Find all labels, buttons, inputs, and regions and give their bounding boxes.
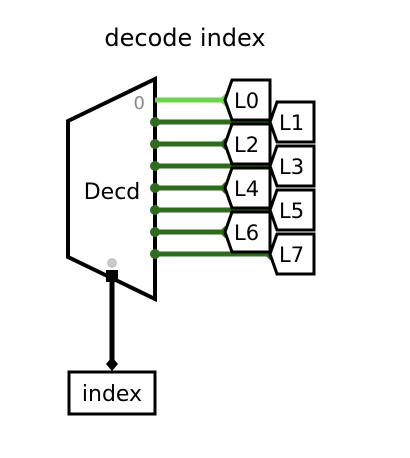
output-pin-l5: L5	[268, 188, 316, 232]
index-input-pin	[67, 370, 157, 416]
output-pin-l7: L7	[268, 232, 316, 276]
wire-start-dot-7	[150, 249, 160, 259]
wire-start-dot-6	[150, 227, 160, 237]
wire-start-dot-1	[150, 117, 160, 127]
output-pin-l4: L4	[223, 166, 272, 210]
output-pin-label: L5	[279, 199, 304, 223]
output-pin-label: L7	[279, 243, 304, 267]
index-connector-icon	[106, 357, 118, 371]
output-pin-label: L4	[234, 177, 259, 201]
output-pin-shape	[223, 210, 272, 254]
output-pin-shape	[268, 100, 316, 144]
output-pin-l2: L2	[223, 122, 272, 166]
output-pin-l6: L6	[223, 210, 272, 254]
wire-start-dot-4	[150, 183, 160, 193]
output-pin-shape	[268, 144, 316, 188]
select-pin	[106, 270, 118, 282]
wire-start-dot-5	[150, 205, 160, 215]
output-pin-l1: L1	[268, 100, 316, 144]
output-pin-label: L0	[234, 89, 259, 113]
output-pin-label: L1	[279, 111, 304, 135]
active-output-label: 0	[134, 93, 145, 114]
index-input-label: index	[82, 382, 142, 407]
output-pin-shape	[268, 188, 316, 232]
wire-start-dot-3	[150, 161, 160, 171]
output-pin-label: L2	[234, 133, 259, 157]
output-pin-label: L6	[234, 221, 259, 245]
output-pin-l0: L0	[223, 78, 272, 122]
output-pin-shape	[223, 166, 272, 210]
output-pin-label: L3	[279, 155, 304, 179]
decoder-body	[66, 75, 157, 303]
output-pin-l3: L3	[268, 144, 316, 188]
decoder-label: Decd	[84, 180, 141, 205]
output-pin-shape	[268, 232, 316, 276]
select-dot	[107, 258, 117, 268]
diagram-title: decode index	[104, 24, 266, 52]
output-pin-shape	[223, 122, 272, 166]
output-pin-shape	[223, 78, 272, 122]
wire-start-dot-2	[150, 139, 160, 149]
